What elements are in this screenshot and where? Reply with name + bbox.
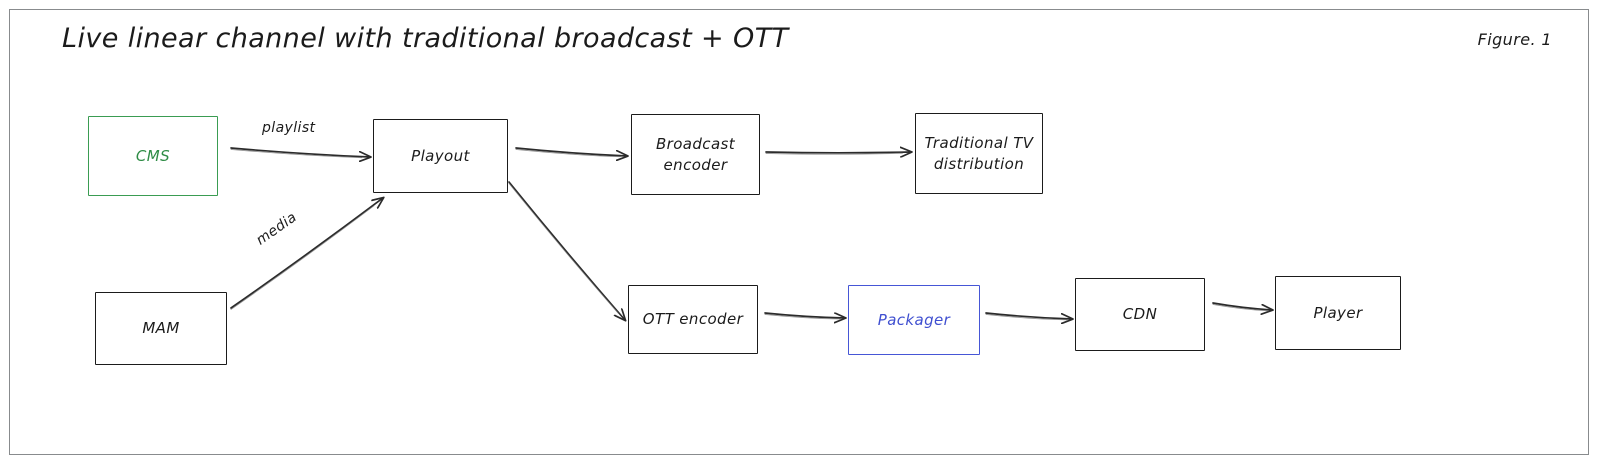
page-title: Live linear channel with traditional bro… <box>62 23 789 54</box>
figure-caption: Figure. 1 <box>1477 30 1552 49</box>
node-label-broadcast: Broadcast encoder <box>655 135 736 174</box>
node-label-cms: CMS <box>135 146 171 165</box>
node-label-player: Player <box>1313 303 1363 322</box>
node-cms[interactable]: CMS <box>88 116 218 196</box>
node-tv[interactable]: Traditional TV distribution <box>915 113 1043 194</box>
node-broadcast[interactable]: Broadcast encoder <box>631 114 760 195</box>
node-mam[interactable]: MAM <box>95 292 227 365</box>
node-playout[interactable]: Playout <box>373 119 508 193</box>
node-label-packager: Packager <box>877 310 951 329</box>
node-player[interactable]: Player <box>1275 276 1401 350</box>
node-label-mam: MAM <box>142 319 180 338</box>
node-label-ottencoder: OTT encoder <box>642 310 744 329</box>
node-ottencoder[interactable]: OTT encoder <box>628 285 758 354</box>
figure-frame <box>9 9 1589 455</box>
node-cdn[interactable]: CDN <box>1075 278 1205 351</box>
node-label-cdn: CDN <box>1122 305 1158 324</box>
node-label-tv: Traditional TV distribution <box>924 134 1034 173</box>
node-label-playout: Playout <box>411 146 470 165</box>
node-packager[interactable]: Packager <box>848 285 980 355</box>
edge-label-cms-playout: playlist <box>262 120 316 136</box>
